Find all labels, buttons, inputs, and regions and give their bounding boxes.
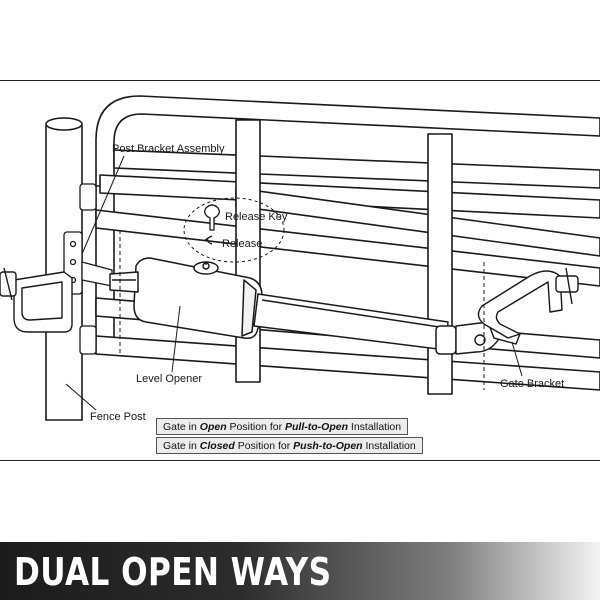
note-closed-mode: Push-to-Open — [293, 440, 363, 452]
hinge-upper — [79, 183, 97, 211]
note-open-middle: Position for — [226, 421, 285, 433]
note-open: Gate in Open Position for Pull-to-Open I… — [156, 418, 409, 435]
gate-upright-1 — [235, 119, 261, 383]
label-post-bracket: Post Bracket Assembly — [112, 143, 225, 155]
note-open-prefix: Gate in — [163, 421, 200, 433]
gate-upright-2 — [427, 133, 453, 395]
note-closed-middle: Position for — [234, 440, 294, 452]
hinge-lower — [79, 325, 97, 355]
label-level-opener: Level Opener — [136, 373, 203, 385]
release-key-icon — [204, 204, 220, 231]
note-closed-prefix: Gate in — [163, 440, 200, 452]
note-open-mode: Pull-to-Open — [285, 421, 348, 433]
note-closed: Gate in Closed Position for Push-to-Open… — [156, 437, 423, 454]
opener-tube — [253, 293, 449, 351]
label-fence-post: Fence Post — [90, 411, 146, 423]
banner-title: DUAL OPEN WAYS — [14, 550, 332, 594]
leader-fence-post — [65, 383, 97, 411]
right-clamp — [477, 270, 563, 339]
release-arrow-icon — [204, 235, 213, 245]
label-release: Release — [222, 238, 263, 250]
diagram-frame — [0, 80, 600, 461]
note-closed-suffix: Installation — [362, 440, 416, 452]
tube-end — [435, 325, 457, 355]
note-closed-state: Closed — [199, 440, 235, 452]
opener-body — [133, 257, 263, 340]
label-release-key: Release Key — [225, 211, 288, 223]
label-gate-bracket: Gate Bracket — [500, 378, 565, 390]
note-open-suffix: Installation — [348, 421, 402, 433]
leader-post-bracket — [81, 155, 125, 255]
banner: DUAL OPEN WAYS — [0, 542, 600, 600]
gate-top-rail — [95, 95, 600, 191]
leader-opener — [171, 305, 181, 373]
note-open-state: Open — [199, 421, 227, 433]
release-callout — [183, 197, 285, 263]
leader-gate-bracket — [511, 341, 523, 377]
